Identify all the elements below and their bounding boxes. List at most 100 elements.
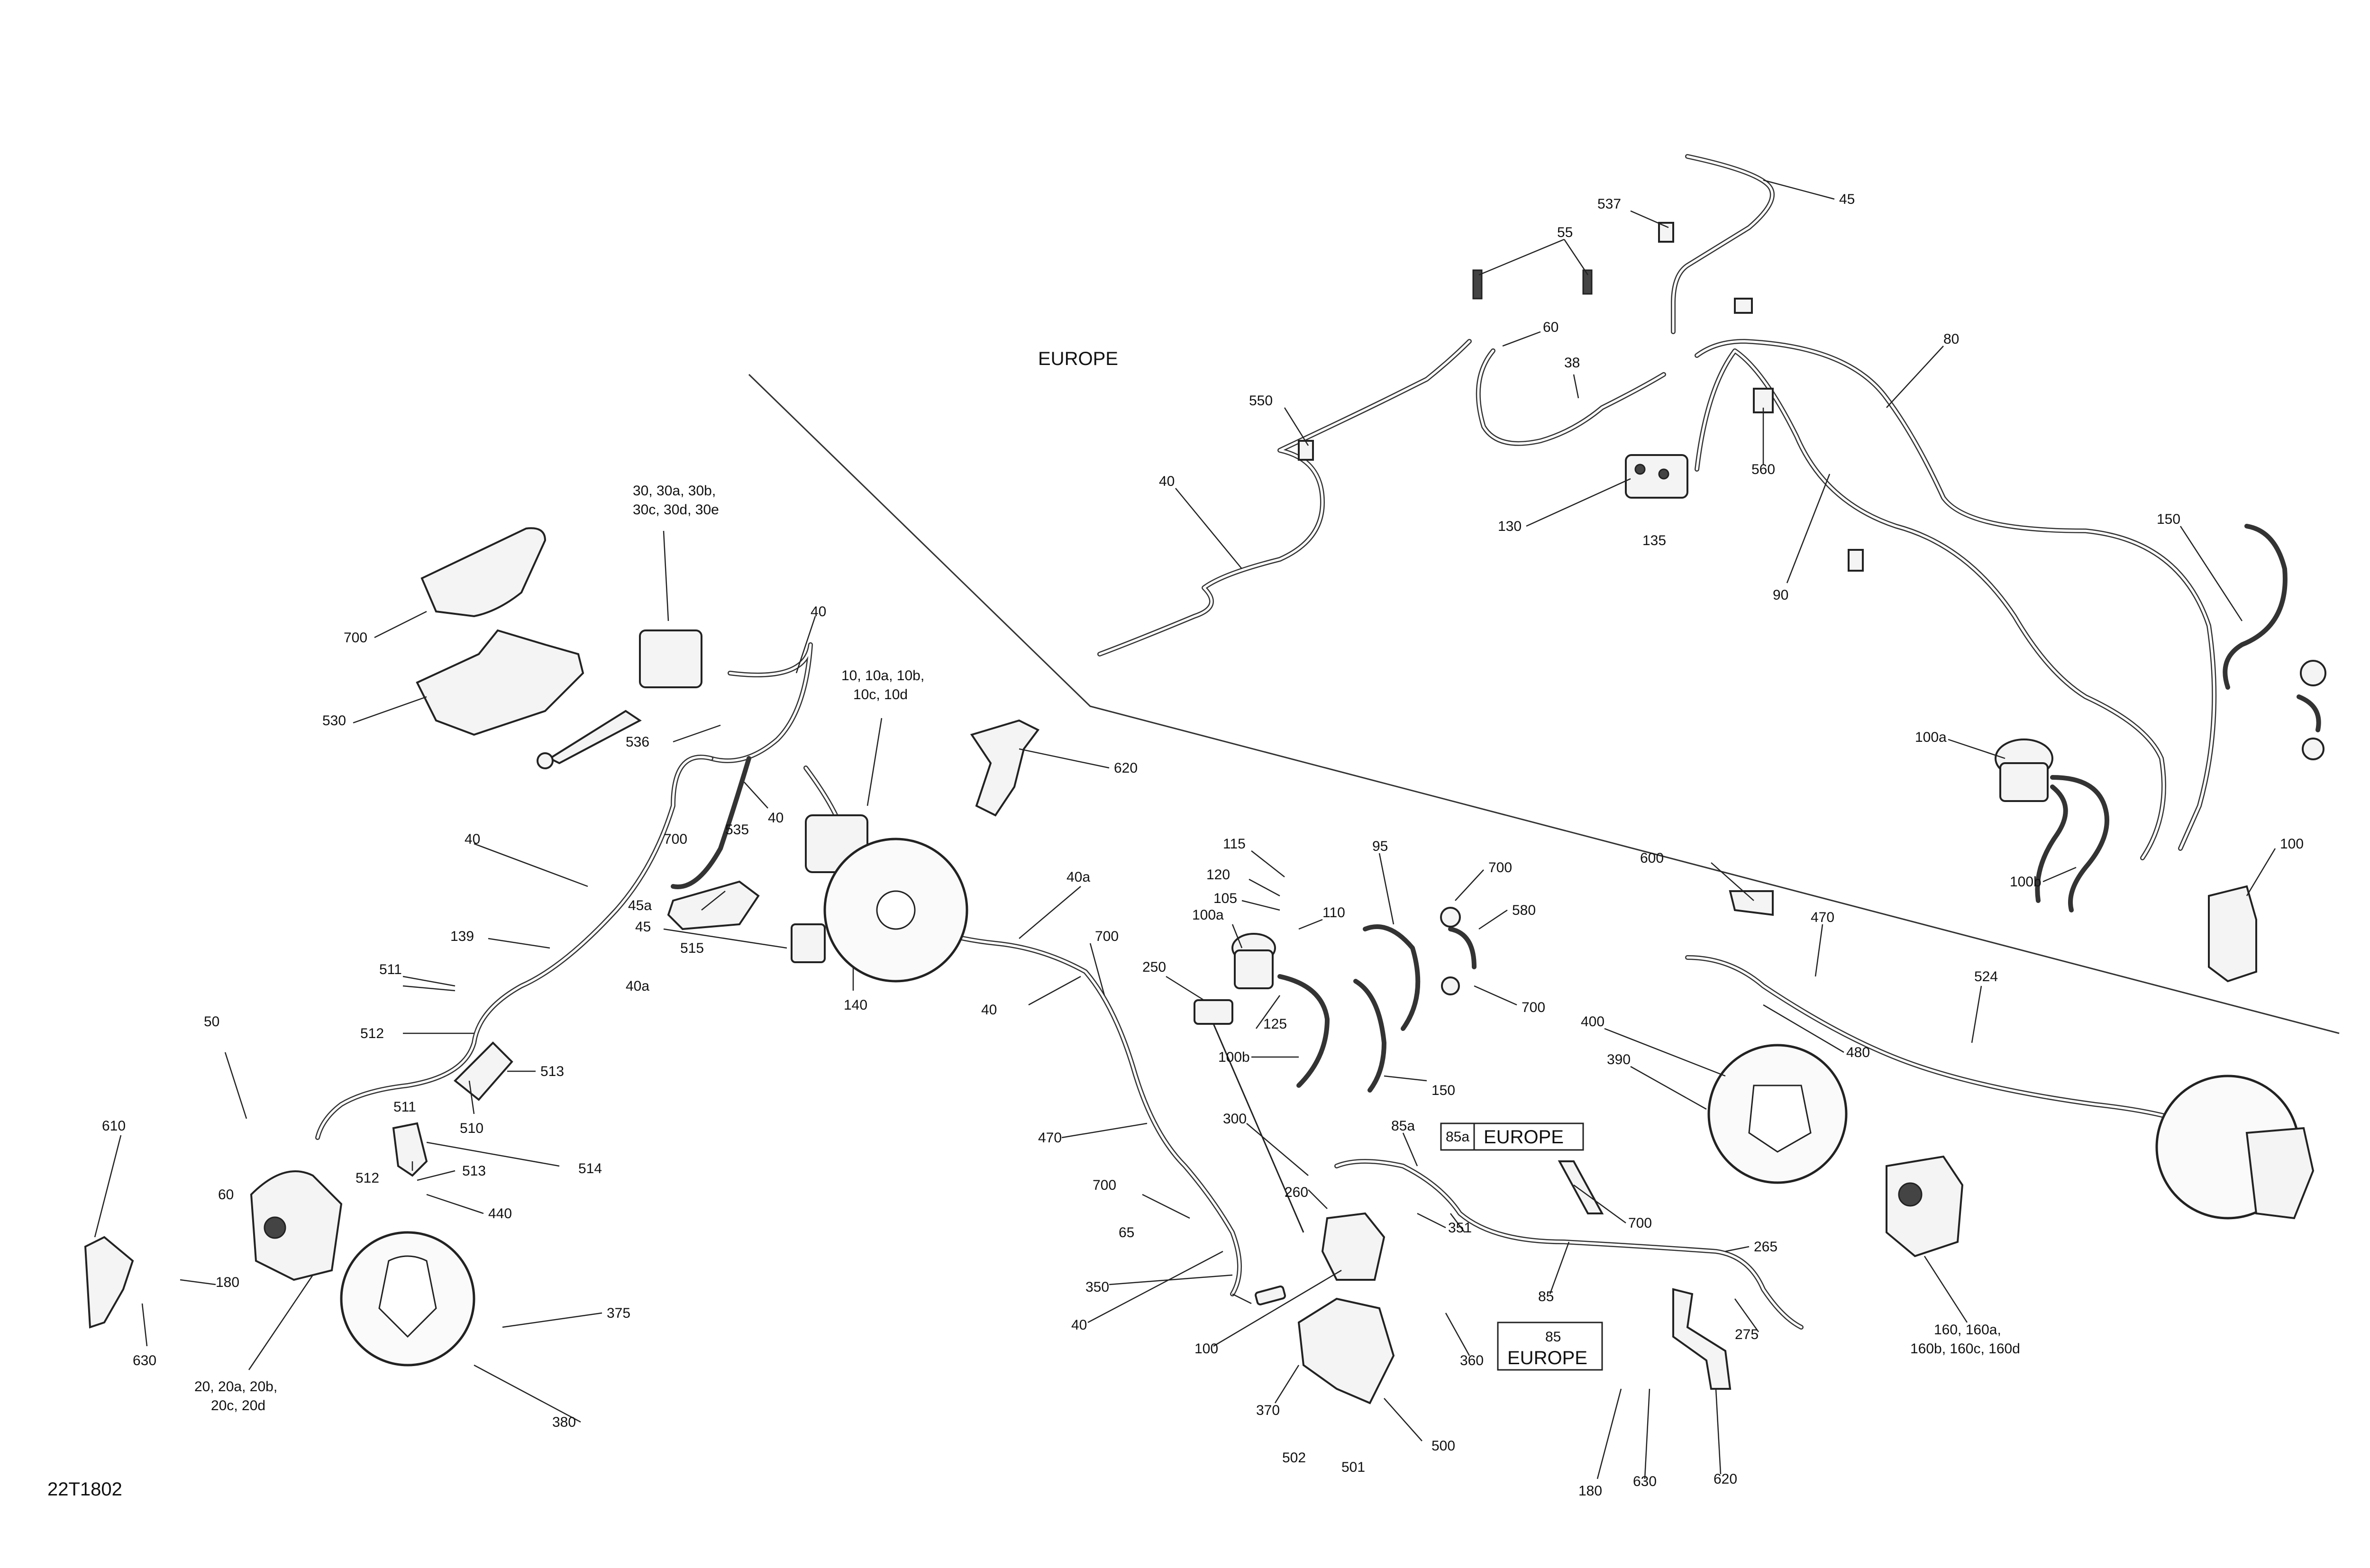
callout-515: 515 [680, 940, 704, 956]
label-box-85-text: EUROPE [1507, 1348, 1587, 1368]
handlebar-master-cylinder-group [416, 527, 813, 769]
callout-400: 400 [1581, 1014, 1604, 1030]
callout-180-b: 180 [1578, 1483, 1602, 1499]
callout-620-top: 620 [1114, 760, 1138, 776]
callout-130: 130 [1498, 519, 1522, 534]
pin-350 [1255, 1285, 1286, 1305]
abs-module [1625, 454, 1688, 499]
callout-700-c: 700 [1095, 929, 1119, 944]
callout-630-a: 630 [133, 1353, 156, 1368]
caliper-160 [1886, 1155, 1964, 1258]
callout-260: 260 [1285, 1185, 1308, 1200]
caliper-rear-right [2245, 1127, 2315, 1220]
callout-370: 370 [1256, 1403, 1280, 1418]
callout-20-cont: 20c, 20d [211, 1398, 265, 1413]
callout-375: 375 [607, 1305, 630, 1321]
hose-clip-550 [1298, 440, 1314, 461]
brake-line-45-left [671, 756, 751, 889]
callout-50: 50 [204, 1014, 219, 1030]
callout-480: 480 [1846, 1045, 1870, 1060]
left-brake-line-group [315, 719, 1242, 1296]
callout-390: 390 [1607, 1052, 1631, 1067]
callout-115: 115 [1223, 836, 1246, 852]
callout-512-a: 512 [360, 1026, 384, 1041]
callouts: 45 537 55 60 38 80 550 40 560 130 135 90… [102, 191, 2304, 1499]
callout-512-b: 512 [356, 1170, 379, 1186]
callout-110: 110 [1322, 905, 1345, 921]
label-box-85a-num: 85a [1446, 1129, 1469, 1145]
caliper-20 [250, 1170, 343, 1281]
brake-line-40-mc [709, 642, 813, 763]
callout-100b-center: 100b [1218, 1049, 1250, 1065]
section-divider-line [748, 374, 2340, 1034]
callout-610: 610 [102, 1118, 126, 1134]
o-ring [2300, 660, 2326, 686]
hose-150-right [2223, 524, 2288, 690]
callout-600: 600 [1640, 850, 1664, 866]
callout-55: 55 [1557, 225, 1573, 240]
callout-90: 90 [1773, 587, 1788, 603]
europe-region-label: EUROPE [1038, 348, 1118, 369]
callout-40a-b: 40a [1066, 869, 1090, 885]
callout-530: 530 [322, 713, 346, 729]
bracket-500 [1297, 1297, 1395, 1404]
sensor-515 [791, 923, 826, 963]
callout-150-center: 150 [1431, 1083, 1455, 1098]
callout-275: 275 [1735, 1327, 1759, 1342]
callout-100a-right: 100a [1915, 729, 1947, 745]
lever-620-top [970, 719, 1040, 817]
brake-line-40-top [1097, 339, 1472, 656]
clip-700-center [1558, 1160, 1604, 1214]
callout-510: 510 [460, 1121, 483, 1136]
callout-30-cont: 30c, 30d, 30e [633, 502, 719, 518]
callout-125: 125 [1263, 1016, 1287, 1032]
callout-700-f: 700 [1093, 1177, 1116, 1193]
callout-10: 10, 10a, 10b, [841, 668, 924, 684]
callout-580: 580 [1512, 903, 1536, 918]
callout-250: 250 [1142, 959, 1166, 975]
callout-40-c: 40 [768, 810, 784, 826]
master-cylinder-30 [639, 629, 702, 688]
callout-100b-right: 100b [2010, 874, 2042, 890]
bracket-610 [84, 1236, 134, 1329]
elbow-hose [2297, 694, 2321, 732]
callout-700-a: 700 [344, 630, 367, 646]
callout-524: 524 [1974, 969, 1998, 985]
pedal-rod [1212, 1023, 1304, 1233]
callout-30: 30, 30a, 30b, [633, 483, 716, 499]
callout-150-right: 150 [2157, 511, 2180, 527]
clip-537 [1658, 222, 1674, 243]
mount-510 [454, 1041, 513, 1101]
callout-380: 380 [552, 1414, 576, 1430]
callout-95: 95 [1372, 839, 1388, 854]
callout-700-b: 700 [664, 831, 687, 847]
callout-560: 560 [1751, 462, 1775, 477]
callout-85: 85 [1538, 1289, 1554, 1304]
callout-160-cont: 160b, 160c, 160d [1910, 1341, 2020, 1357]
callout-40-d: 40 [465, 831, 480, 847]
callout-120: 120 [1206, 867, 1230, 883]
callout-470-center: 470 [1038, 1130, 1062, 1146]
callout-139: 139 [450, 929, 474, 944]
callout-60-top: 60 [1543, 319, 1559, 335]
caliper-bracket-45 [667, 880, 760, 930]
callout-160: 160, 160a, [1934, 1322, 2001, 1338]
callout-100-center: 100 [1194, 1341, 1218, 1357]
brake-line-90 [1695, 348, 2166, 860]
callout-265: 265 [1754, 1239, 1778, 1255]
callout-513-a: 513 [540, 1064, 564, 1079]
label-box-85a [1440, 1122, 1584, 1151]
hose-100b-right [2050, 775, 2109, 912]
callout-85a: 85a [1391, 1118, 1415, 1134]
rear-brake-group [1334, 890, 2315, 1390]
callout-700-d: 700 [1488, 860, 1512, 875]
callout-700-g: 700 [1628, 1215, 1652, 1231]
callout-38: 38 [1564, 355, 1580, 371]
callout-360: 360 [1460, 1353, 1484, 1368]
callout-513-b: 513 [462, 1163, 486, 1179]
callout-620-bottom: 620 [1714, 1471, 1737, 1487]
callout-550: 550 [1249, 393, 1273, 409]
guard-620-bottom [1672, 1288, 1732, 1390]
master-cylinder-100-right [2208, 885, 2257, 983]
